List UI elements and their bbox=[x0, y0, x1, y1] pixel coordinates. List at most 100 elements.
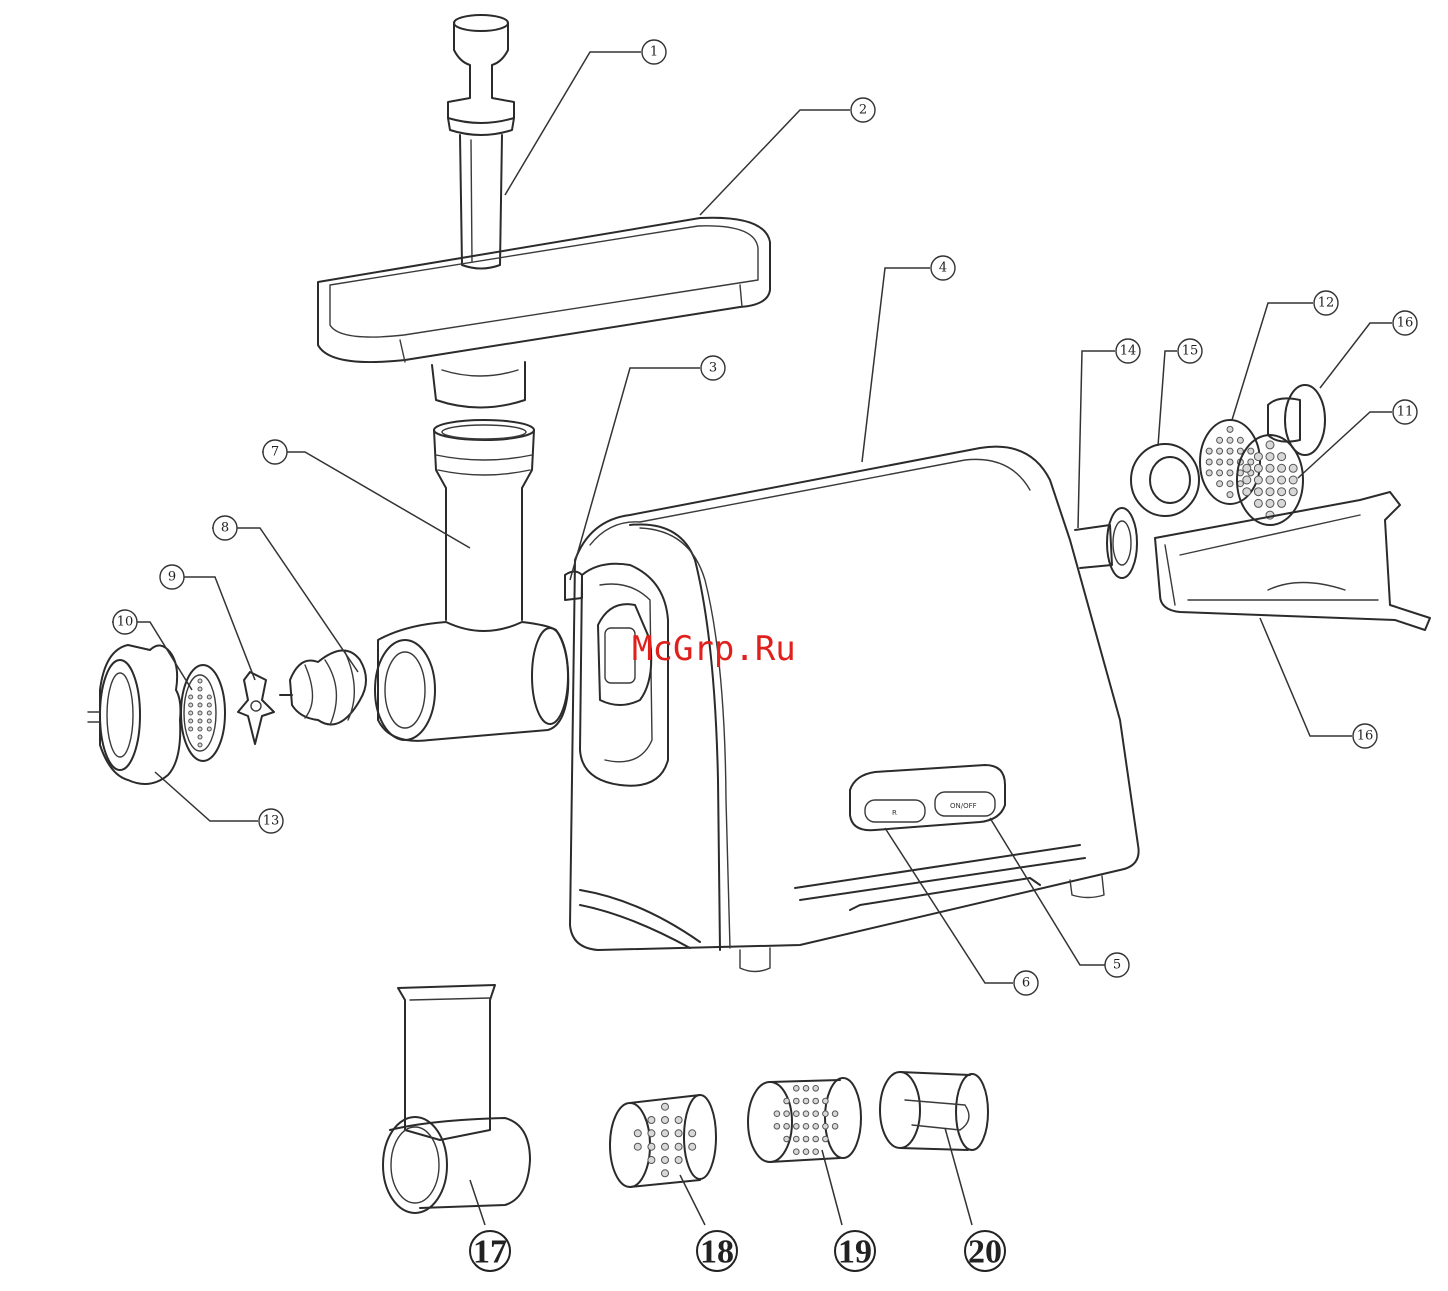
plate-hole bbox=[689, 1130, 696, 1137]
plate-hole bbox=[648, 1130, 655, 1137]
feeding-tray-part bbox=[318, 218, 770, 408]
callout-number: 16 bbox=[1397, 316, 1414, 331]
attachment-number: 19 bbox=[838, 1234, 872, 1271]
plate-hole bbox=[1254, 488, 1262, 496]
callout-13: 13 bbox=[259, 809, 283, 833]
plate-hole bbox=[634, 1130, 641, 1137]
plate-hole bbox=[207, 695, 211, 699]
callout-2: 2 bbox=[851, 98, 875, 122]
plate-hole bbox=[1278, 464, 1286, 472]
pusher-part bbox=[448, 15, 514, 269]
callout-8: 8 bbox=[213, 516, 237, 540]
plate-hole bbox=[1237, 437, 1243, 443]
plate-hole bbox=[784, 1136, 790, 1142]
plate-hole bbox=[774, 1111, 780, 1117]
plate-hole bbox=[823, 1111, 829, 1117]
grinder-head-part bbox=[375, 420, 568, 741]
plate-hole bbox=[198, 695, 202, 699]
callout-number: 13 bbox=[263, 814, 280, 829]
plate-hole bbox=[662, 1143, 669, 1150]
plate-hole bbox=[198, 711, 202, 715]
callout-9: 9 bbox=[160, 565, 184, 589]
auger-screw-part bbox=[280, 650, 366, 725]
plate-hole bbox=[1278, 476, 1286, 484]
plate-hole bbox=[1217, 470, 1223, 476]
coarse-drum-part bbox=[610, 1095, 716, 1187]
reverse-button-label: R bbox=[892, 809, 897, 817]
plate-hole bbox=[1266, 499, 1274, 507]
plate-hole bbox=[813, 1098, 819, 1104]
plate-hole bbox=[1227, 426, 1233, 432]
fine-drum-part bbox=[748, 1078, 861, 1162]
plate-hole bbox=[803, 1111, 809, 1117]
plate-hole bbox=[662, 1157, 669, 1164]
plate-hole bbox=[1289, 476, 1297, 484]
plate-hole bbox=[813, 1111, 819, 1117]
plate-hole bbox=[803, 1136, 809, 1142]
plate-hole bbox=[813, 1124, 819, 1130]
attachment-number-18: 18 bbox=[697, 1231, 737, 1271]
plate-hole bbox=[1227, 470, 1233, 476]
plate-hole bbox=[1243, 464, 1251, 472]
callout-number: 5 bbox=[1113, 958, 1121, 973]
plate-hole bbox=[648, 1157, 655, 1164]
callout-number: 16 bbox=[1357, 729, 1374, 744]
plate-hole bbox=[662, 1130, 669, 1137]
plate-hole bbox=[813, 1086, 819, 1092]
plate-hole bbox=[207, 727, 211, 731]
plate-hole bbox=[689, 1143, 696, 1150]
callout-number: 4 bbox=[939, 261, 947, 276]
callout-number: 6 bbox=[1022, 976, 1030, 991]
plate-hole bbox=[1254, 464, 1262, 472]
plate-hole bbox=[823, 1124, 829, 1130]
callout-3: 3 bbox=[701, 356, 725, 380]
plate-hole bbox=[803, 1149, 809, 1155]
plate-hole bbox=[1248, 459, 1254, 465]
plate-hole bbox=[198, 735, 202, 739]
onoff-button-label: ON/OFF bbox=[950, 802, 977, 810]
plate-hole bbox=[634, 1143, 641, 1150]
plate-hole bbox=[648, 1143, 655, 1150]
callout-16: 16 bbox=[1393, 311, 1417, 335]
callout-12: 12 bbox=[1314, 291, 1338, 315]
plate-hole bbox=[803, 1124, 809, 1130]
cutting-plate-part bbox=[181, 665, 225, 761]
slicer-housing-part bbox=[383, 985, 530, 1213]
callout-7: 7 bbox=[263, 440, 287, 464]
callout-4: 4 bbox=[931, 256, 955, 280]
plate-hole bbox=[794, 1149, 800, 1155]
plate-hole bbox=[207, 703, 211, 707]
callout-number: 11 bbox=[1397, 405, 1414, 420]
plate-hole bbox=[1206, 448, 1212, 454]
callout-6: 6 bbox=[1014, 971, 1038, 995]
plate-hole bbox=[794, 1098, 800, 1104]
plate-hole bbox=[189, 719, 193, 723]
seal-ring-part bbox=[1131, 444, 1199, 516]
attachment-number: 18 bbox=[700, 1234, 734, 1271]
callout-1: 1 bbox=[642, 40, 666, 64]
release-latch-part bbox=[565, 572, 582, 601]
plate-hole bbox=[823, 1136, 829, 1142]
plate-hole bbox=[1266, 464, 1274, 472]
cross-blade-part bbox=[238, 672, 274, 744]
plate-hole bbox=[1289, 464, 1297, 472]
plate-hole bbox=[1248, 448, 1254, 454]
plate-hole bbox=[794, 1136, 800, 1142]
plate-hole bbox=[1237, 481, 1243, 487]
drive-shaft-part bbox=[1075, 508, 1137, 578]
plate-hole bbox=[1243, 476, 1251, 484]
plate-hole bbox=[784, 1098, 790, 1104]
callout-11: 11 bbox=[1393, 400, 1417, 424]
attachment-number: 20 bbox=[968, 1234, 1002, 1271]
plate-hole bbox=[189, 711, 193, 715]
plate-hole bbox=[1227, 437, 1233, 443]
plate-hole bbox=[648, 1117, 655, 1124]
callout-number: 9 bbox=[168, 570, 176, 585]
callout-number: 1 bbox=[650, 45, 658, 60]
attachment-number-20: 20 bbox=[965, 1231, 1005, 1271]
plate-hole bbox=[1266, 441, 1274, 449]
plate-hole bbox=[675, 1157, 682, 1164]
